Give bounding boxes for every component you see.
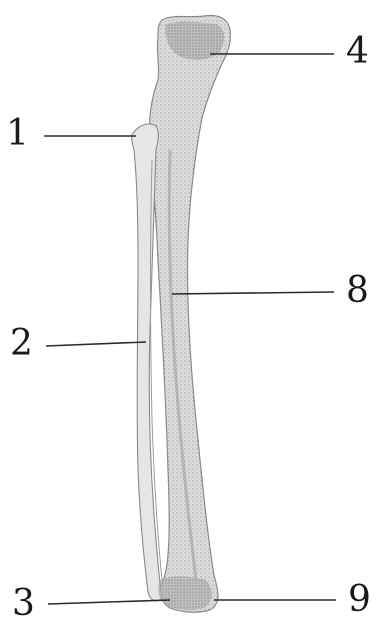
leader-line-8 <box>172 292 334 294</box>
label-2: 2 <box>10 326 33 362</box>
label-9: 9 <box>348 582 371 618</box>
leader-line-2 <box>46 342 146 346</box>
leader-line-3 <box>48 600 170 604</box>
label-1: 1 <box>6 116 29 152</box>
distal-end-shading <box>158 576 212 610</box>
label-8: 8 <box>346 273 369 309</box>
label-3: 3 <box>12 586 35 622</box>
label-4: 4 <box>346 34 369 70</box>
